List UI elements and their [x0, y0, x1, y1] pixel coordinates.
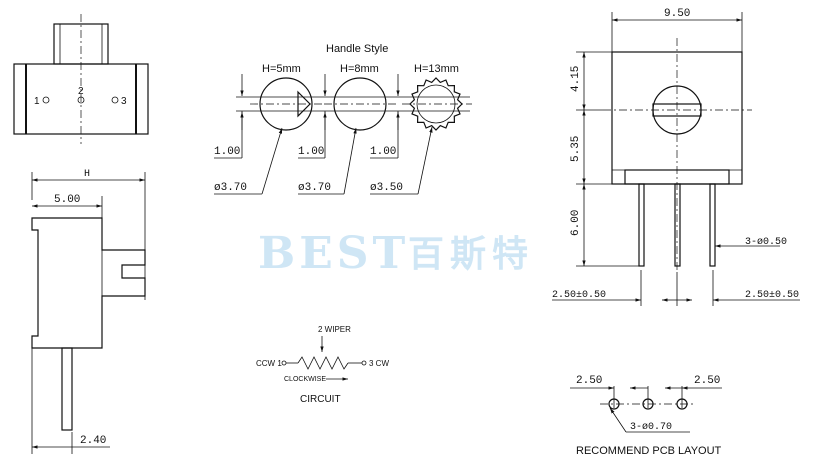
front-pin-length-dim: 6.00	[570, 210, 582, 236]
handle-thickness-label: 1.00	[370, 146, 396, 158]
pcb-right-pitch-label: 2.50	[694, 375, 720, 387]
handle-diameter-label: ø3.70	[214, 182, 247, 194]
front-width-label: 9.50	[664, 8, 690, 20]
front-right-pitch-label: 2.50±0.50	[745, 290, 799, 301]
handle-height-label: H=13mm	[414, 63, 459, 75]
side-view: 1 2 3	[13, 14, 149, 144]
circuit-cw-label: 3 CW	[369, 359, 389, 368]
pcb-layout: 2.50 2.50 3-ø0.70 RECOMMEND PCB LAYOUT	[570, 375, 722, 457]
pin-label-2: 2	[78, 86, 84, 97]
pin-label-3: 3	[121, 96, 127, 107]
circuit-wiper-label: 2 WIPER	[318, 325, 351, 334]
watermark-cjk: 百斯特	[408, 233, 534, 275]
handle-thickness-label: 1.00	[214, 146, 240, 158]
handle-thickness-label: 1.00	[298, 146, 324, 158]
front-left-pitch-label: 2.50±0.50	[552, 290, 606, 301]
front-top-dim: 4.15	[570, 66, 582, 92]
handle-variant-8mm: H=8mm 1.00 ø3.70	[298, 63, 396, 195]
profile-body	[31, 217, 146, 349]
width-dim-label: 5.00	[54, 194, 80, 206]
pin-label-1: 1	[34, 96, 40, 107]
height-label: H	[84, 169, 90, 180]
handle-diameter-label: ø3.50	[370, 182, 403, 194]
handle-variant-5mm: H=5mm 1.00 ø3.70	[214, 63, 322, 195]
handle-diameter-label: ø3.70	[298, 182, 331, 194]
pcb-hole-dia-label: 3-ø0.70	[630, 422, 672, 433]
pcb-hole	[676, 398, 688, 410]
handle-height-label: H=8mm	[340, 63, 379, 75]
circuit-diagram: 2 WIPER CCW 1 3 CW CLOCKWISE CIRCUIT	[256, 325, 389, 405]
front-pin-dia-label: 3-ø0.50	[745, 237, 787, 248]
pin-dim-label: 2.40	[80, 435, 106, 447]
handle-style-section: Handle Style H=5mm 1.00 ø3.70 H=8mm	[214, 43, 472, 195]
profile-view: H 5.00 2.40	[31, 169, 146, 454]
handle-variant-13mm: H=13mm 1.00 ø3.50	[370, 63, 472, 195]
front-view: 9.50 4.15 5.35 6.00 3-ø0.50 2.	[552, 8, 800, 306]
circuit-title: CIRCUIT	[300, 394, 341, 405]
profile-pin	[61, 347, 73, 431]
circuit-clockwise-label: CLOCKWISE	[284, 376, 326, 383]
front-middle-dim: 5.35	[570, 136, 582, 162]
watermark-latin: BEST	[258, 228, 409, 279]
pcb-layout-title: RECOMMEND PCB LAYOUT	[576, 445, 722, 457]
pcb-hole	[642, 398, 654, 410]
handle-height-label: H=5mm	[262, 63, 301, 75]
handle-style-title: Handle Style	[326, 43, 388, 55]
watermark: BEST 百斯特	[258, 228, 534, 279]
pcb-left-pitch-label: 2.50	[576, 375, 602, 387]
circuit-ccw-label: CCW 1	[256, 359, 282, 368]
